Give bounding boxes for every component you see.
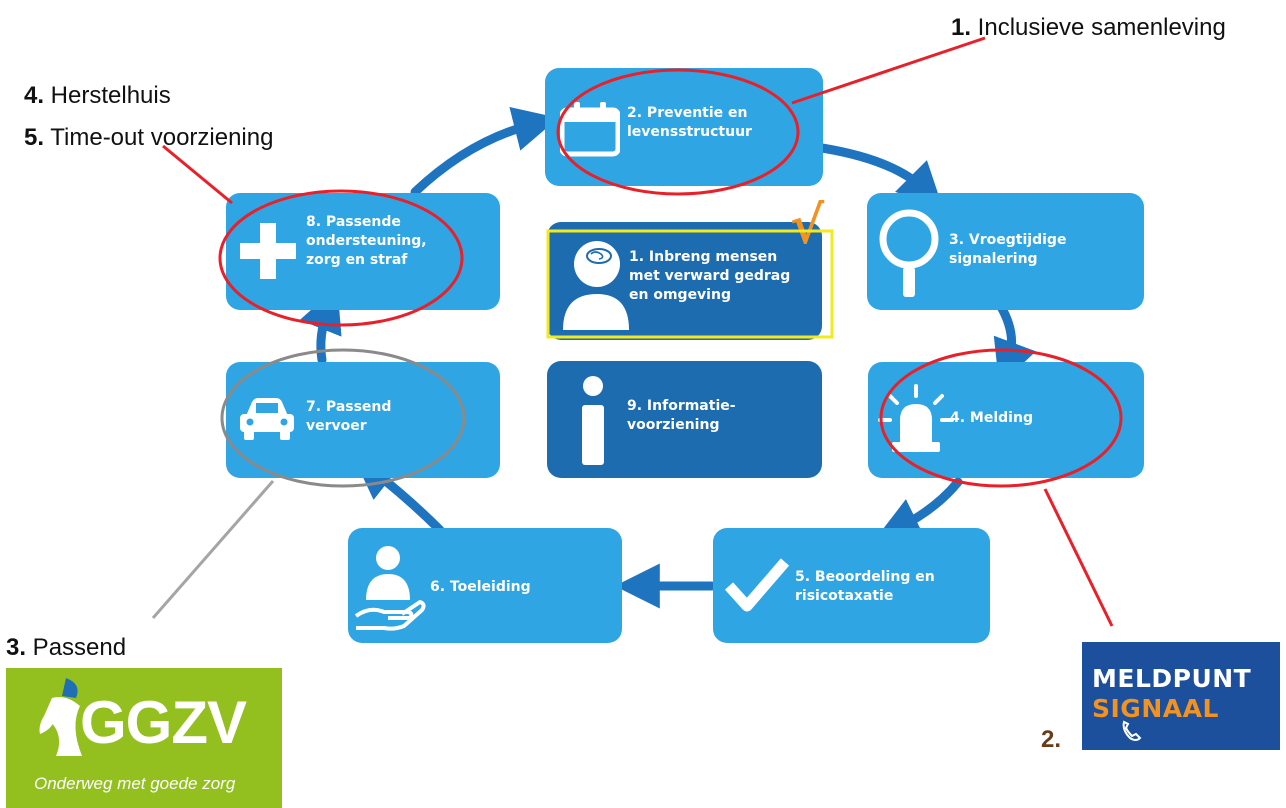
- plus-cross-icon: [240, 223, 296, 279]
- highlight-step-1: [546, 229, 834, 339]
- check-mark: √: [790, 195, 825, 256]
- annotation-1-text: Inclusieve samenleving: [971, 14, 1226, 41]
- circle-step-8: [218, 189, 464, 327]
- person-mind-icon: [563, 241, 629, 330]
- step-1-box: 1. Inbreng mensen met verward gedrag en …: [547, 222, 822, 340]
- annotation-4-number: 4.: [24, 82, 45, 109]
- arrow-7-to-8: [299, 286, 342, 365]
- annotation-2: 2.: [1041, 726, 1061, 754]
- magnifier-icon: [879, 209, 939, 297]
- ggzv-tagline: Onderweg met goede zorg: [34, 774, 236, 793]
- annotation-2-number: 2.: [1041, 726, 1062, 753]
- pointer-line-8: [162, 144, 233, 205]
- annotation-4-text: Herstelhuis: [44, 82, 171, 109]
- arrow-8-to-2: [410, 106, 559, 197]
- phone-icon: [1122, 720, 1142, 741]
- step-4-label: 4. Melding: [950, 410, 1033, 426]
- annotation-5: 5. Time-out voorziening: [24, 124, 273, 152]
- info-icon: [582, 376, 604, 465]
- annotation-1: 1. Inclusieve samenleving: [951, 14, 1226, 42]
- step-6-label: 6. Toeleiding: [430, 579, 531, 595]
- ggzv-name: GGZV: [80, 689, 247, 756]
- ggzv-logo: GGZV Onderweg met goede zorg: [6, 668, 282, 808]
- alarm-light-icon: [878, 384, 954, 452]
- car-icon: [240, 398, 294, 440]
- pointer-line-7: [151, 480, 275, 619]
- circle-step-2: [556, 68, 800, 196]
- meldpunt-signaal-logo: MELDPUNT SIGNAAL: [1082, 642, 1280, 750]
- meldpunt-line2: SIGNAAL: [1092, 694, 1219, 723]
- step-7-label: 7. Passend vervoer: [306, 399, 392, 434]
- step-6-box: 6. Toeleiding: [348, 528, 622, 643]
- pointer-line-1: [791, 36, 986, 105]
- step-8-box: 8. Passende ondersteuning, zorg en straf: [226, 193, 500, 310]
- checkmark-icon: [725, 558, 789, 612]
- step-5-box: 5. Beoordeling en risicotaxatie: [713, 528, 990, 643]
- ggzv-figure-icon: [39, 678, 82, 756]
- circle-step-4: [879, 348, 1123, 488]
- step-9-box: 9. Informatie- voorziening: [547, 361, 822, 478]
- annotation-3-text: Passend: [26, 634, 127, 661]
- step-3-label: 3. Vroegtijdige signalering: [949, 232, 1067, 267]
- calendar-icon: [560, 102, 620, 157]
- step-9-label: 9. Informatie- voorziening: [627, 398, 736, 433]
- pointer-line-4: [1043, 488, 1114, 627]
- arrow-4-to-5: [875, 477, 963, 540]
- annotation-3: 3. Passend: [6, 634, 126, 662]
- step-1-label: 1. Inbreng mensen met verward gedrag en …: [629, 249, 791, 303]
- step-7-box: 7. Passend vervoer: [226, 362, 500, 478]
- meldpunt-line1: MELDPUNT: [1092, 664, 1252, 693]
- annotation-5-number: 5.: [24, 124, 45, 151]
- step-5-label: 5. Beoordeling en risicotaxatie: [795, 569, 935, 604]
- circle-step-7: [220, 348, 466, 488]
- annotation-1-number: 1.: [951, 14, 972, 41]
- annotation-5-text: Time-out voorziening: [44, 124, 274, 151]
- helping-hand-icon: [354, 546, 426, 631]
- step-3-box: 3. Vroegtijdige signalering: [867, 193, 1144, 310]
- arrow-2-to-3: [817, 143, 943, 208]
- step-2-label: 2. Preventie en levensstructuur: [627, 105, 752, 140]
- annotation-4: 4. Herstelhuis: [24, 82, 171, 110]
- step-8-label: 8. Passende ondersteuning, zorg en straf: [306, 214, 427, 268]
- annotation-3-number: 3.: [6, 634, 27, 661]
